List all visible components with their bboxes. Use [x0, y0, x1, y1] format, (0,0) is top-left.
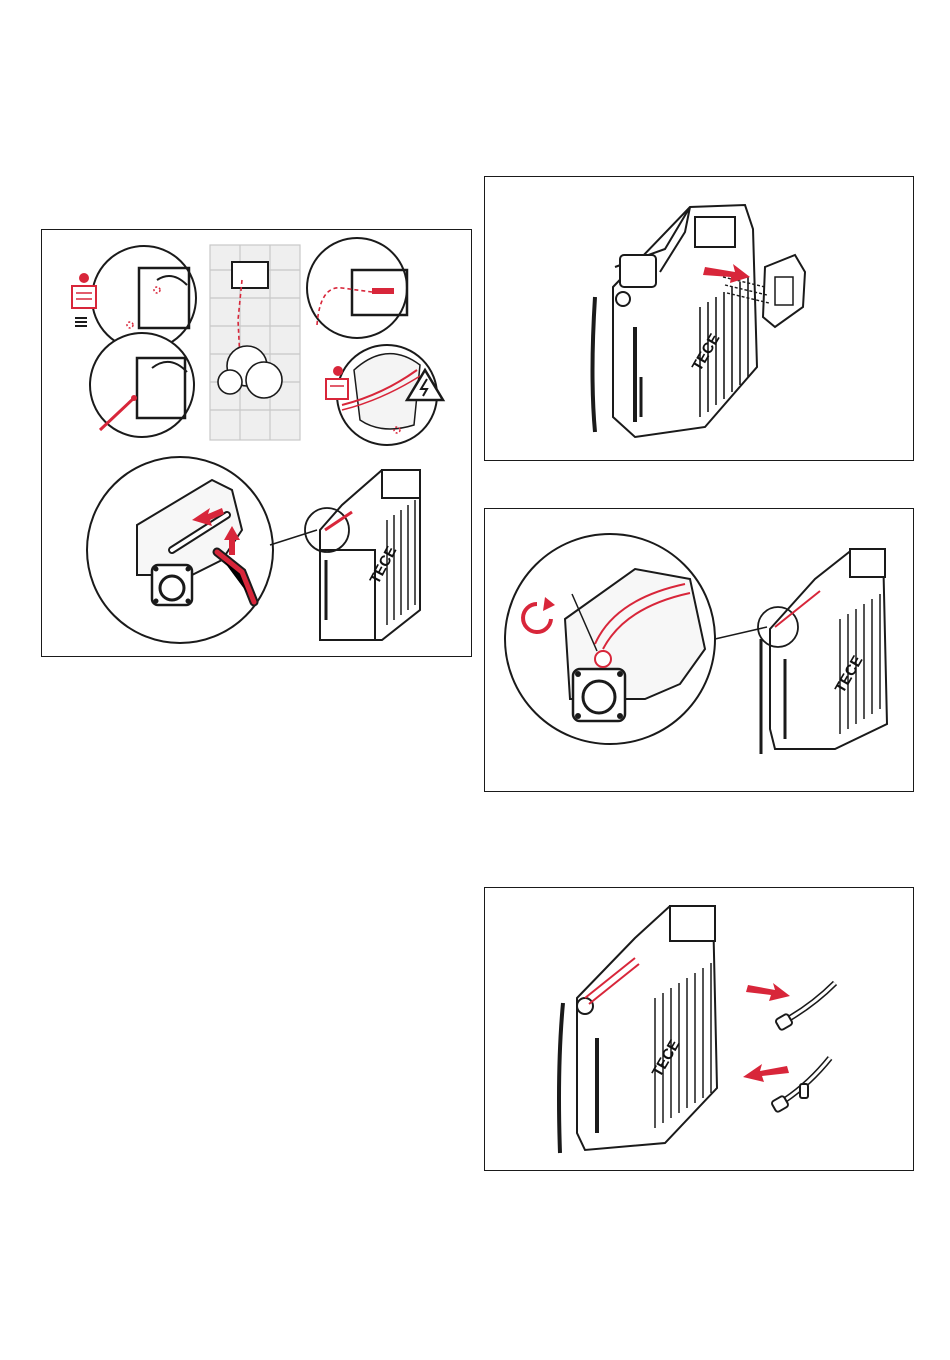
- figure-replace-hose: TECE: [484, 887, 914, 1171]
- cistern-unit: [758, 549, 887, 754]
- flush-plate-opening: [232, 262, 268, 288]
- arrow-left-icon: [743, 1064, 789, 1082]
- cistern-unit: [593, 205, 758, 437]
- cistern-unit: [305, 470, 420, 640]
- figure-connect-water-supply: TECE: [41, 229, 472, 657]
- figure-remove-front-plate: TECE: [484, 176, 914, 461]
- manual-reader-icon: [72, 273, 96, 326]
- hose-icon: [771, 1058, 830, 1113]
- cistern-unit: [559, 906, 717, 1153]
- zoom-circle-plate-connection: [307, 238, 407, 338]
- zoom-circle-pipe-end: [90, 333, 194, 437]
- zoom-circle-hose-connection: [87, 457, 273, 643]
- zoom-circle-angle-valve: [505, 534, 715, 744]
- figure-turn-angle-valve: TECE: [484, 508, 914, 792]
- arrow-right-icon: [746, 983, 790, 1001]
- hose-icon: [775, 983, 835, 1031]
